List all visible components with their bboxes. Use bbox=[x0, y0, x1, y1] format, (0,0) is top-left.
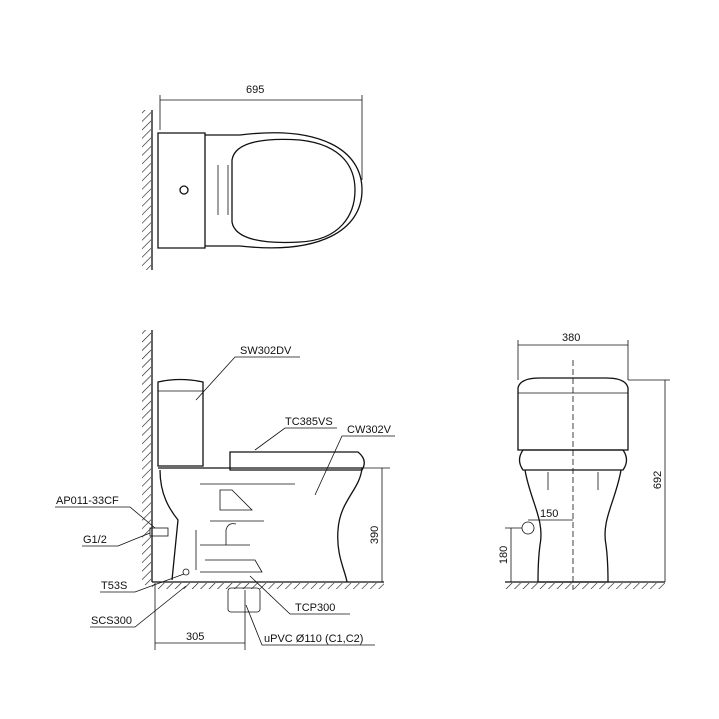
inlet-offset-dimension: 150 bbox=[540, 508, 558, 520]
floor-hatch bbox=[152, 583, 384, 589]
wall-hatch bbox=[142, 110, 151, 270]
label-bowl: CW302V bbox=[347, 424, 392, 436]
tank-outline bbox=[157, 132, 206, 249]
label-pipe: uPVC Ø110 (C1,C2) bbox=[264, 633, 363, 645]
drain-pipe bbox=[227, 587, 261, 613]
angle-valve bbox=[149, 527, 169, 537]
bowl-outline bbox=[205, 132, 363, 249]
top-view: 695 bbox=[142, 84, 363, 270]
label-inlet: G1/2 bbox=[83, 534, 107, 546]
label-screw: SCS300 bbox=[91, 615, 132, 627]
rough-in-dimension: 305 bbox=[186, 631, 204, 643]
label-tank: SW302DV bbox=[240, 345, 292, 357]
front-view: 380 692 150 180 bbox=[498, 332, 670, 590]
label-seat: TC385VS bbox=[285, 416, 333, 428]
tank-outline bbox=[157, 378, 204, 467]
label-valve: AP011-33CF bbox=[56, 495, 119, 507]
label-hose: T53S bbox=[101, 580, 127, 592]
side-view: SW302DV TC385VS CW302V AP011-33CF G1/2 T… bbox=[55, 330, 395, 650]
bowl-outline bbox=[158, 467, 363, 583]
seat-outline bbox=[229, 451, 365, 471]
total-height-dimension: 692 bbox=[652, 471, 664, 489]
label-flange: TCP300 bbox=[295, 602, 335, 614]
tank-outline bbox=[517, 377, 629, 451]
inlet-connection bbox=[521, 521, 535, 535]
flush-button bbox=[179, 185, 189, 195]
width-dimension: 380 bbox=[562, 332, 580, 344]
width-dimension: 695 bbox=[246, 84, 264, 96]
seat-outline bbox=[518, 449, 628, 471]
seat-outline bbox=[231, 138, 356, 244]
height-dimension: 390 bbox=[369, 526, 381, 544]
inlet-height-dimension: 180 bbox=[498, 546, 510, 564]
floor-hatch bbox=[505, 583, 665, 589]
wall-hatch bbox=[142, 330, 151, 585]
